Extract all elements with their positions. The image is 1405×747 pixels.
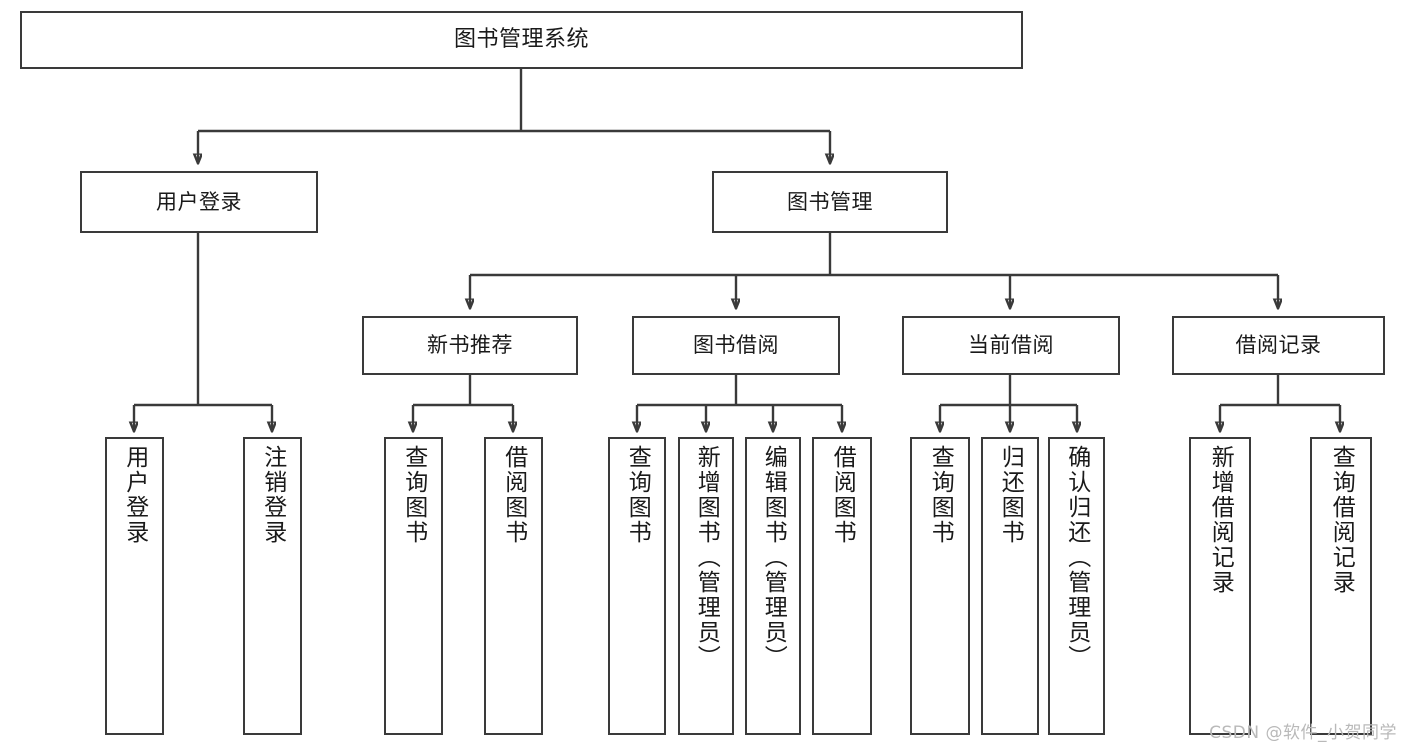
node-new-book-rec-label: 新书推荐 xyxy=(427,333,513,358)
node-borrow-record-label: 借阅记录 xyxy=(1235,333,1322,358)
node-book-borrow-label: 图书借阅 xyxy=(693,333,779,358)
node-leaf-add-borrow-record[interactable]: 新增借阅记录 xyxy=(1189,437,1251,735)
node-leaf-borrow-book-rec-label: 借阅图书 xyxy=(500,445,527,545)
node-leaf-query-borrow-record[interactable]: 查询借阅记录 xyxy=(1310,437,1372,735)
node-book-borrow[interactable]: 图书借阅 xyxy=(632,316,840,375)
node-leaf-user-login[interactable]: 用户登录 xyxy=(105,437,164,735)
watermark: CSDN @软件_小贺同学 xyxy=(1209,723,1397,743)
node-leaf-query-book-cur[interactable]: 查询图书 xyxy=(910,437,970,735)
node-leaf-add-borrow-record-label: 新增借阅记录 xyxy=(1207,445,1234,595)
node-leaf-query-book-cur-label: 查询图书 xyxy=(927,445,954,545)
node-leaf-query-book[interactable]: 查询图书 xyxy=(608,437,666,735)
node-leaf-edit-book-admin-label: 编辑图书（管理员） xyxy=(760,445,787,670)
node-leaf-borrow-book-rec[interactable]: 借阅图书 xyxy=(484,437,543,735)
node-leaf-query-borrow-record-label: 查询借阅记录 xyxy=(1328,445,1355,595)
node-leaf-return-book-label: 归还图书 xyxy=(997,445,1024,545)
node-leaf-query-book-rec[interactable]: 查询图书 xyxy=(384,437,443,735)
node-leaf-add-book-admin[interactable]: 新增图书（管理员） xyxy=(678,437,734,735)
node-user-login-label: 用户登录 xyxy=(156,189,242,214)
node-leaf-borrow-book[interactable]: 借阅图书 xyxy=(812,437,872,735)
node-leaf-logout[interactable]: 注销登录 xyxy=(243,437,302,735)
node-leaf-logout-label: 注销登录 xyxy=(259,445,286,545)
node-leaf-confirm-return-admin-label: 确认归还（管理员） xyxy=(1063,445,1090,670)
node-leaf-user-login-label: 用户登录 xyxy=(121,445,148,545)
node-leaf-borrow-book-label: 借阅图书 xyxy=(829,445,856,545)
node-leaf-confirm-return-admin[interactable]: 确认归还（管理员） xyxy=(1048,437,1105,735)
node-leaf-query-book-label: 查询图书 xyxy=(624,445,651,545)
node-book-manage[interactable]: 图书管理 xyxy=(712,171,948,233)
node-leaf-edit-book-admin[interactable]: 编辑图书（管理员） xyxy=(745,437,801,735)
node-user-login[interactable]: 用户登录 xyxy=(80,171,318,233)
node-current-borrow[interactable]: 当前借阅 xyxy=(902,316,1120,375)
node-leaf-add-book-admin-label: 新增图书（管理员） xyxy=(693,445,720,670)
node-leaf-query-book-rec-label: 查询图书 xyxy=(400,445,427,545)
node-root-label: 图书管理系统 xyxy=(453,27,589,53)
node-borrow-record[interactable]: 借阅记录 xyxy=(1172,316,1385,375)
node-new-book-rec[interactable]: 新书推荐 xyxy=(362,316,578,375)
node-current-borrow-label: 当前借阅 xyxy=(968,333,1054,358)
node-book-manage-label: 图书管理 xyxy=(787,189,873,214)
node-leaf-return-book[interactable]: 归还图书 xyxy=(981,437,1039,735)
node-root[interactable]: 图书管理系统 xyxy=(20,11,1023,69)
